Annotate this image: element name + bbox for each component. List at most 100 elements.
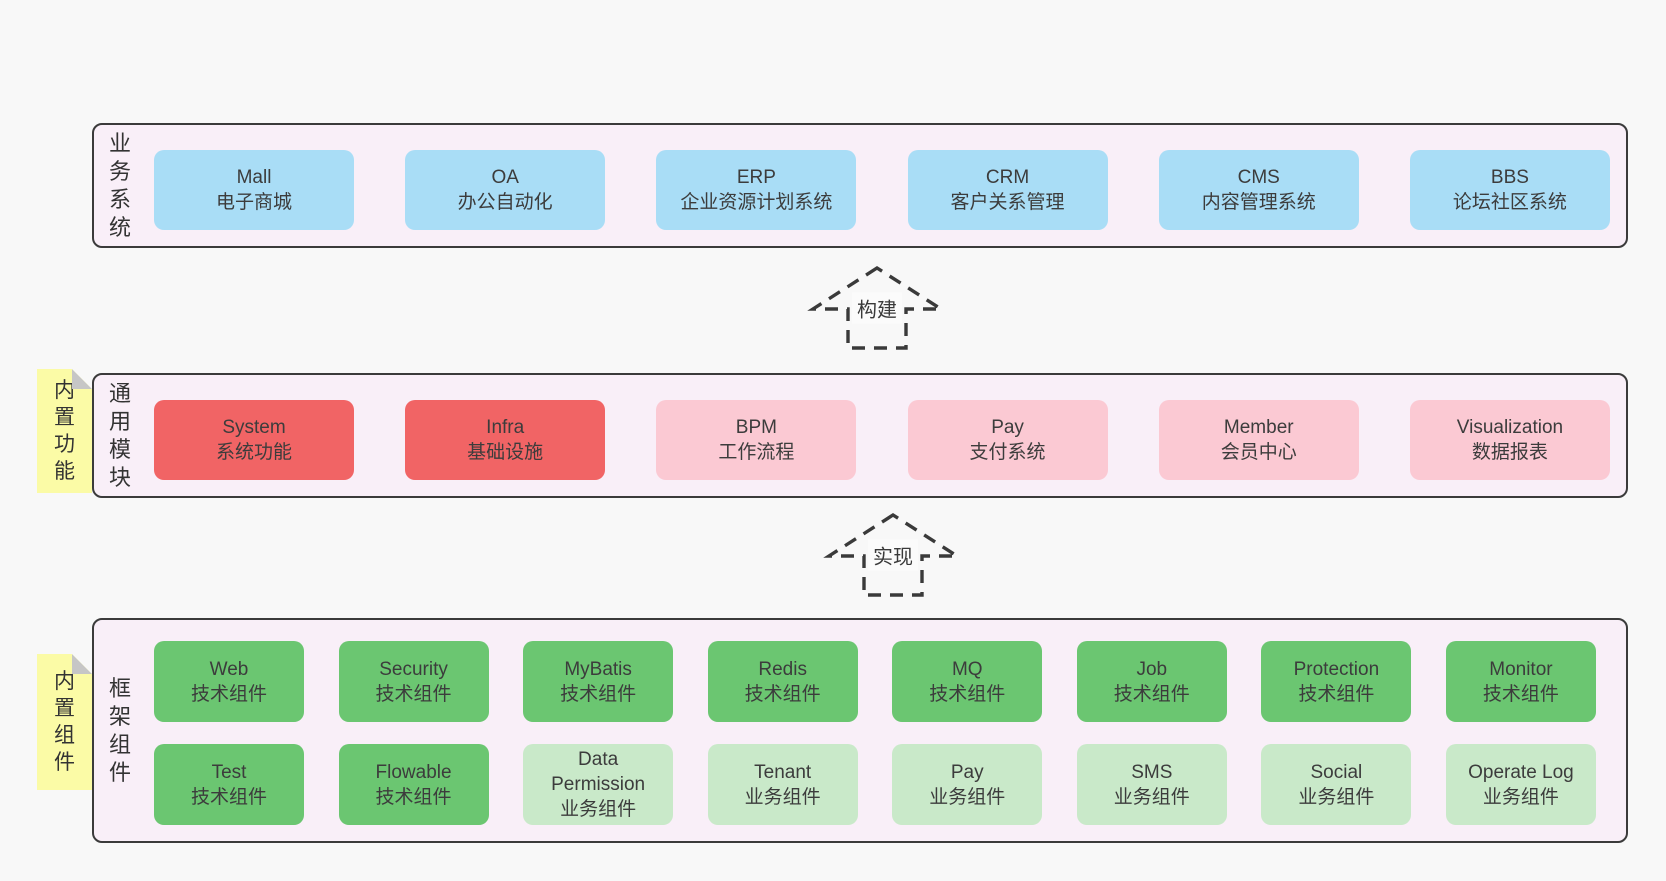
module-box-erp: ERP 企业资源计划系统 xyxy=(656,150,857,230)
module-description: 系统功能 xyxy=(215,442,292,463)
module-name: Pay xyxy=(950,761,984,783)
module-box-redis: Redis 技术组件 xyxy=(707,641,858,722)
module-box-test: Test 技术组件 xyxy=(154,744,304,825)
module-description: 办公自动化 xyxy=(457,192,553,213)
module-name: Operate Log xyxy=(1468,761,1574,783)
dashed-up-arrow-icon xyxy=(807,265,947,350)
module-name: BBS xyxy=(1490,167,1529,188)
module-name: Job xyxy=(1136,658,1168,680)
module-name: Redis xyxy=(758,658,807,680)
module-description: 业务组件 xyxy=(1482,786,1559,808)
note-fold-corner-icon xyxy=(72,369,92,389)
dashed-up-arrow-icon xyxy=(823,512,963,597)
module-name: Visualization xyxy=(1456,417,1564,438)
module-description: 基础设施 xyxy=(467,442,544,463)
module-description: 会员中心 xyxy=(1220,442,1297,463)
module-box-infra: Infra 基础设施 xyxy=(405,400,606,480)
module-description: 业务组件 xyxy=(1298,786,1375,808)
module-description: 技术组件 xyxy=(1482,683,1559,705)
module-name: Social xyxy=(1310,761,1363,783)
module-description: 技术组件 xyxy=(744,683,821,705)
module-box-crm: CRM 客户关系管理 xyxy=(907,150,1108,230)
module-description: 业务组件 xyxy=(744,786,821,808)
module-name: System xyxy=(222,417,286,438)
module-name: Protection xyxy=(1293,658,1380,680)
module-name: BPM xyxy=(735,417,777,438)
module-box-sms: SMS 业务组件 xyxy=(1076,744,1227,825)
module-description: 内容管理系统 xyxy=(1201,192,1316,213)
module-description: 技术组件 xyxy=(929,683,1006,705)
section-label: 框架组件 xyxy=(108,675,131,785)
module-box-social: Social 业务组件 xyxy=(1261,744,1412,825)
section-label: 业务系统 xyxy=(108,130,131,240)
module-box-system: System 系统功能 xyxy=(154,400,354,480)
module-description: 技术组件 xyxy=(1298,683,1375,705)
module-description: 技术组件 xyxy=(560,683,637,705)
module-name: SMS xyxy=(1131,761,1173,783)
module-description: 企业资源计划系统 xyxy=(680,192,833,213)
sticky-note-label: 内置组件 xyxy=(54,670,75,774)
module-description: 客户关系管理 xyxy=(950,192,1065,213)
module-description: 技术组件 xyxy=(1113,683,1190,705)
section-common-modules: 通用模块 System 系统功能 Infra 基础设施 BPM 工作流程 Pay 支付系统 Me… xyxy=(92,373,1628,498)
arrow-label: 实现 xyxy=(868,539,918,571)
module-description: 技术组件 xyxy=(375,786,452,808)
module-box-job: Job 技术组件 xyxy=(1076,641,1227,722)
module-box-pay: Pay 业务组件 xyxy=(892,744,1043,825)
module-name: Monitor xyxy=(1489,658,1553,680)
module-box-bpm: BPM 工作流程 xyxy=(656,400,857,480)
module-box-web: Web 技术组件 xyxy=(154,641,304,722)
sticky-note-label: 内置功能 xyxy=(54,379,75,483)
module-name: Test xyxy=(211,761,247,783)
module-description: 电子商城 xyxy=(215,192,292,213)
module-box-pay: Pay 支付系统 xyxy=(907,400,1108,480)
module-box-bbs: BBS 论坛社区系统 xyxy=(1409,150,1610,230)
build-arrow: 构建 xyxy=(807,264,947,352)
module-description: 论坛社区系统 xyxy=(1452,192,1567,213)
module-box-mybatis: MyBatis 技术组件 xyxy=(523,641,674,722)
module-description: 业务组件 xyxy=(560,799,637,820)
sticky-note-built-in-features: 内置功能 xyxy=(37,369,92,493)
module-box-data-permission: Data Permission 业务组件 xyxy=(523,744,674,825)
module-name: CRM xyxy=(985,167,1030,188)
module-description: 业务组件 xyxy=(1113,786,1190,808)
module-name: Flowable xyxy=(375,761,452,783)
module-name: MyBatis xyxy=(564,658,632,680)
module-description: 数据报表 xyxy=(1471,442,1548,463)
implement-arrow: 实现 xyxy=(823,511,963,599)
module-name: ERP xyxy=(736,167,776,188)
module-box-cms: CMS 内容管理系统 xyxy=(1158,150,1359,230)
section-label: 通用模块 xyxy=(108,380,131,490)
module-name: CMS xyxy=(1237,167,1280,188)
module-box-protection: Protection 技术组件 xyxy=(1261,641,1412,722)
note-fold-corner-icon xyxy=(72,654,92,674)
module-box-mq: MQ 技术组件 xyxy=(892,641,1043,722)
module-description: 支付系统 xyxy=(969,442,1046,463)
module-description: 业务组件 xyxy=(929,786,1006,808)
module-box-member: Member 会员中心 xyxy=(1158,400,1359,480)
module-name: Data Permission xyxy=(551,749,646,795)
module-box-visualization: Visualization 数据报表 xyxy=(1409,400,1610,480)
module-row: System 系统功能 Infra 基础设施 BPM 工作流程 Pay 支付系统 Member 会… xyxy=(154,400,1610,480)
module-name: Web xyxy=(209,658,249,680)
module-description: 技术组件 xyxy=(190,683,267,705)
module-box-operate-log: Operate Log 业务组件 xyxy=(1445,744,1596,825)
module-box-flowable: Flowable 技术组件 xyxy=(338,744,489,825)
module-description: 工作流程 xyxy=(718,442,795,463)
module-box-monitor: Monitor 技术组件 xyxy=(1445,641,1596,722)
module-name: Member xyxy=(1223,417,1294,438)
module-name: Security xyxy=(379,658,448,680)
module-name: Pay xyxy=(991,417,1024,438)
module-description: 技术组件 xyxy=(190,786,267,808)
module-name: Infra xyxy=(486,417,525,438)
module-name: MQ xyxy=(951,658,983,680)
